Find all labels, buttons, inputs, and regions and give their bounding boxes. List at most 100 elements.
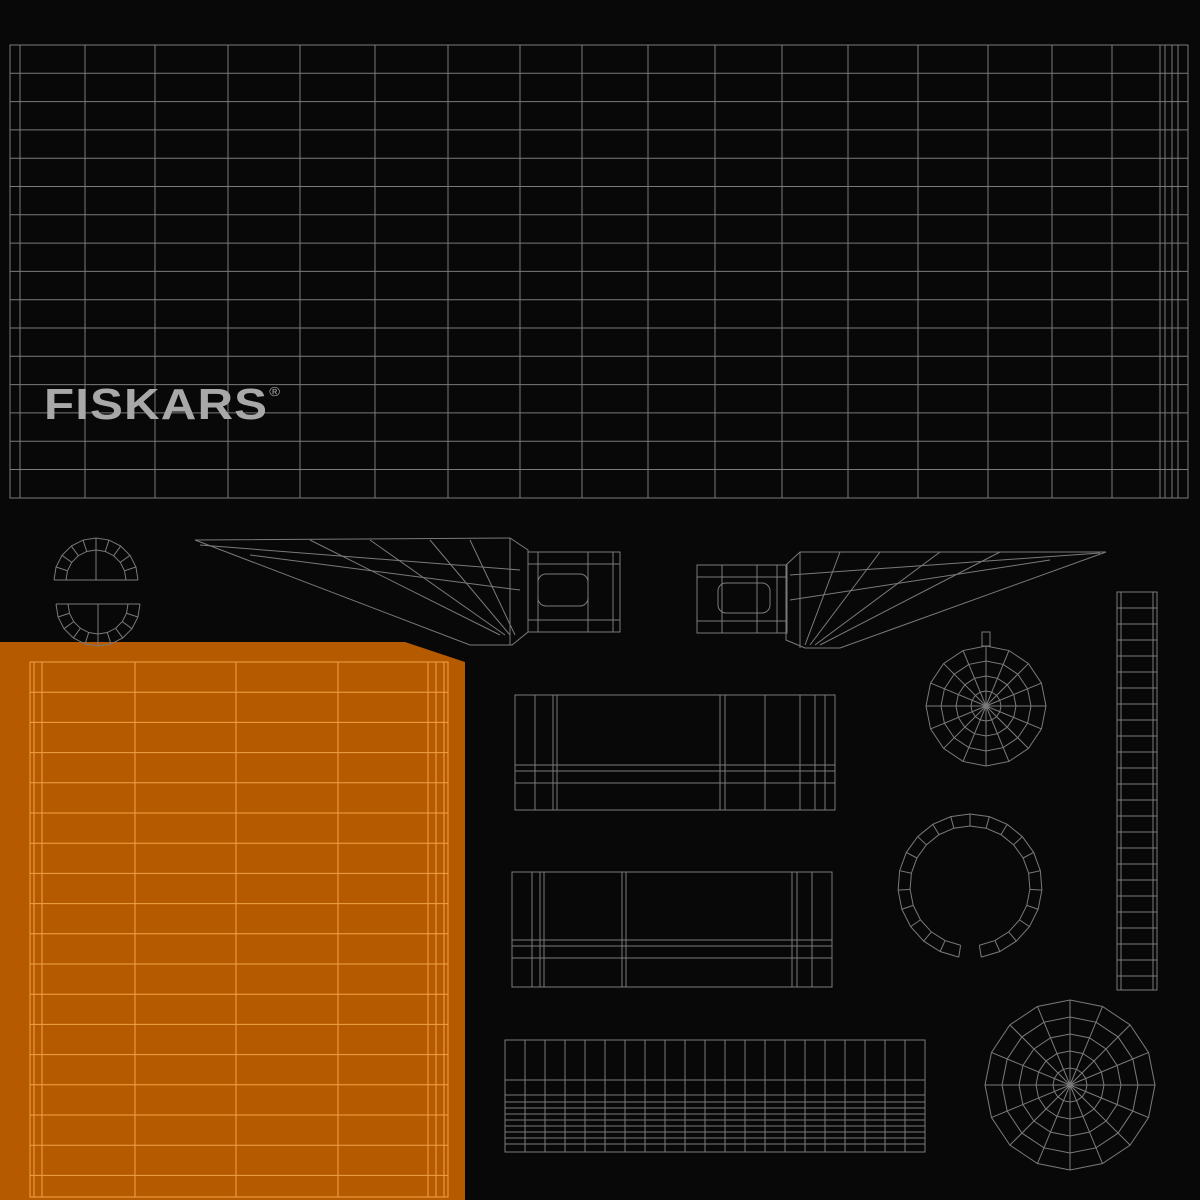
grid-line [249,554,521,591]
grid-line [898,888,911,891]
grid-line [70,545,79,557]
grid-line [55,566,68,572]
registered-mark: ® [269,384,282,399]
grid-line [804,551,841,646]
inner-edge [909,825,1031,946]
grid-line [469,539,516,636]
cap-bottom-uv [55,603,141,647]
grid-line [429,539,511,636]
ferrule-right-uv [696,564,788,634]
grid-line [917,836,927,846]
grid-line [985,650,1010,707]
fiskars-logo: FISKARS® [44,380,281,430]
grid-line [1009,1084,1071,1146]
grid-line [994,940,1001,952]
cap-top-uv [53,537,139,581]
grid-line [1037,1084,1071,1164]
grid-line [1069,1024,1131,1086]
blade-left-uv [194,537,529,646]
grid-line [932,824,940,835]
grid-line [1026,904,1039,910]
grid-line [126,612,139,618]
grid-line [1013,836,1023,846]
grid-line [61,554,73,563]
grid-line [1029,888,1042,891]
end-cap-uv [984,999,1156,1171]
ferrule-right-uv-border [696,564,788,634]
strip-1-uv [514,694,836,811]
ferrule-slot [717,582,771,614]
grid-line [84,632,90,645]
grid-line [910,919,921,928]
grid-line [106,632,112,645]
grid-line [63,621,75,630]
grid-line [1008,931,1017,942]
grid-line [985,705,1042,730]
grid-line [124,566,137,572]
grid-line [1069,1006,1103,1086]
outer-edge [53,537,139,581]
grid-line [985,663,1029,707]
grid-line [1000,824,1008,835]
grid-line [1022,851,1034,859]
grid-line [962,705,987,762]
grid-line [1028,870,1041,874]
vertical-strip-uv-border [1116,591,1158,991]
grid-line [119,554,131,563]
ferrule-slot [537,573,589,607]
strip-2-uv [511,871,833,988]
grid-line [962,650,987,707]
grid-line [985,705,1029,749]
grid-line [943,705,987,749]
strip-1-uv-border [514,694,836,811]
grid-line [978,945,982,958]
grid-line [82,539,88,552]
grid-line [809,551,881,646]
grid-line [309,539,501,636]
grid-line [1069,1052,1149,1086]
grid-line [1069,1084,1131,1146]
outer-edge [55,603,141,647]
grid-line [985,705,1010,762]
blade-left-uv-outline [194,537,529,646]
grid-line [985,816,990,829]
grid-line [991,1084,1071,1118]
knob-uv [925,645,1047,767]
grid-line [1009,1024,1071,1086]
strip-3-uv [504,1039,926,1153]
grid-line [901,904,914,910]
grid-line [789,559,1051,601]
grid-line [930,705,987,730]
grid-line [789,552,1101,576]
knob-stem [981,631,991,647]
vertical-strip-uv [1116,591,1158,991]
handle-panel-uv [29,661,449,1198]
grid-line [930,682,987,707]
grid-line [899,870,912,874]
grid-line [1069,1084,1149,1118]
strip-2-uv-border [511,871,833,988]
logo-text: FISKARS [44,380,269,429]
grid-line [115,627,124,639]
grid-line [72,627,81,639]
grid-line [958,945,962,958]
grid-line [906,851,918,859]
grid-line [199,544,521,571]
grid-line [985,682,1042,707]
grid-line [104,539,110,552]
grid-line [113,545,122,557]
grid-line [923,931,932,942]
grid-line [1019,919,1030,928]
top-shell-uv [9,44,1189,499]
blade-right-uv [785,551,1107,649]
ring-uv [897,813,1043,958]
grid-line [814,551,941,646]
grid-line [121,621,133,630]
handle-panel [0,642,465,1200]
grid-line [369,539,506,636]
outer-edge [897,813,1043,958]
ferrule-left-uv [527,551,621,633]
grid-line [57,612,70,618]
